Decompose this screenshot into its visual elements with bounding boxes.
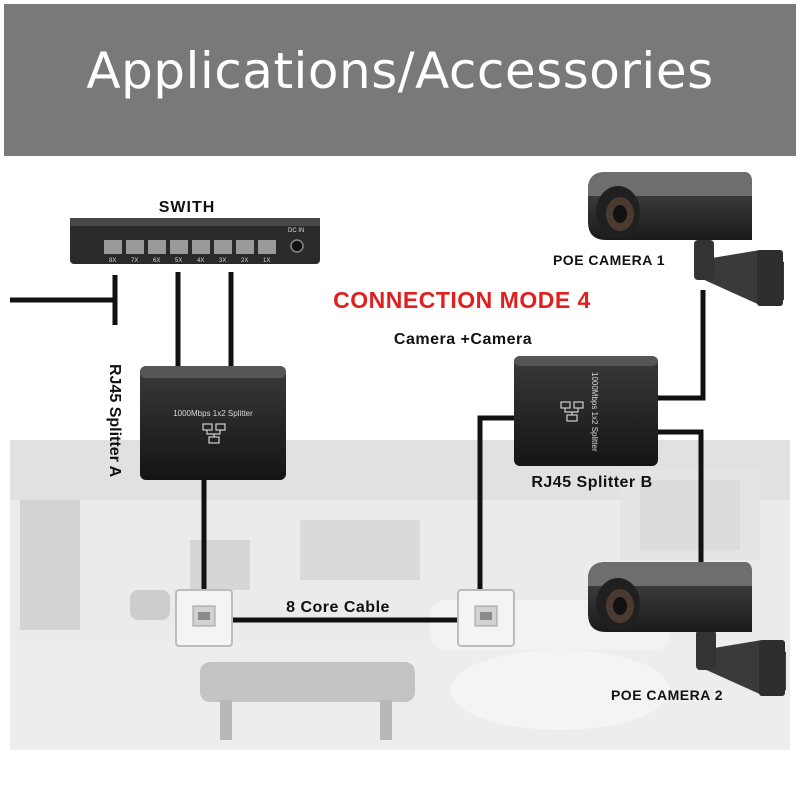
switch-port-label: 6X [153,258,160,264]
switch-ports [104,240,276,254]
network-icon [202,423,226,444]
splitter-a-device: 1000Mbps 1x2 Splitter [140,366,286,480]
camera2-label: POE CAMERA 2 [611,687,723,703]
splitter-a-label: RJ45 Splitter A [106,364,123,478]
splitter-b-label: RJ45 Splitter B [531,474,652,491]
cable-splitter-b-to-camera1 [657,290,706,401]
splitter-b-model-text: 1000Mbps 1x2 Splitter [590,372,599,452]
splitter-a-model-text: 1000Mbps 1x2 Splitter [173,409,253,418]
switch-port-label: 2X [241,258,248,264]
switch-port-label: 8X [109,258,116,264]
cable-label: 8 Core Cable [286,599,390,616]
network-icon [560,401,584,422]
switch-port-label: 1X [263,258,270,264]
cable-wallplate-to-splitter-b [477,415,516,590]
header-banner: Applications/Accessories [4,4,796,156]
connection-subtitle: Camera +Camera [394,331,532,348]
cables [10,272,706,623]
switch-port-label: 3X [219,258,226,264]
connection-mode-title: CONNECTION MODE 4 [333,287,591,313]
poe-camera-2 [588,562,786,696]
network-switch: 8X 7X 6X 5X 4X 3X 2X 1X DC IN [70,218,320,264]
switch-port-label: 7X [131,258,138,264]
switch-power-label: DC IN [288,228,304,234]
camera1-label: POE CAMERA 1 [553,252,665,268]
power-jack-icon [290,239,304,253]
splitter-b-device: 1000Mbps 1x2 Splitter [514,356,658,466]
wall-plate-right [457,589,515,647]
page-title: Applications/Accessories [86,42,714,100]
poe-camera-1 [588,172,784,306]
switch-port-label: 5X [175,258,182,264]
wall-plate-left [175,589,233,647]
cable-splitter-b-to-camera2 [657,429,704,562]
switch-port-label: 4X [197,258,204,264]
switch-label: SWITH [159,199,216,216]
